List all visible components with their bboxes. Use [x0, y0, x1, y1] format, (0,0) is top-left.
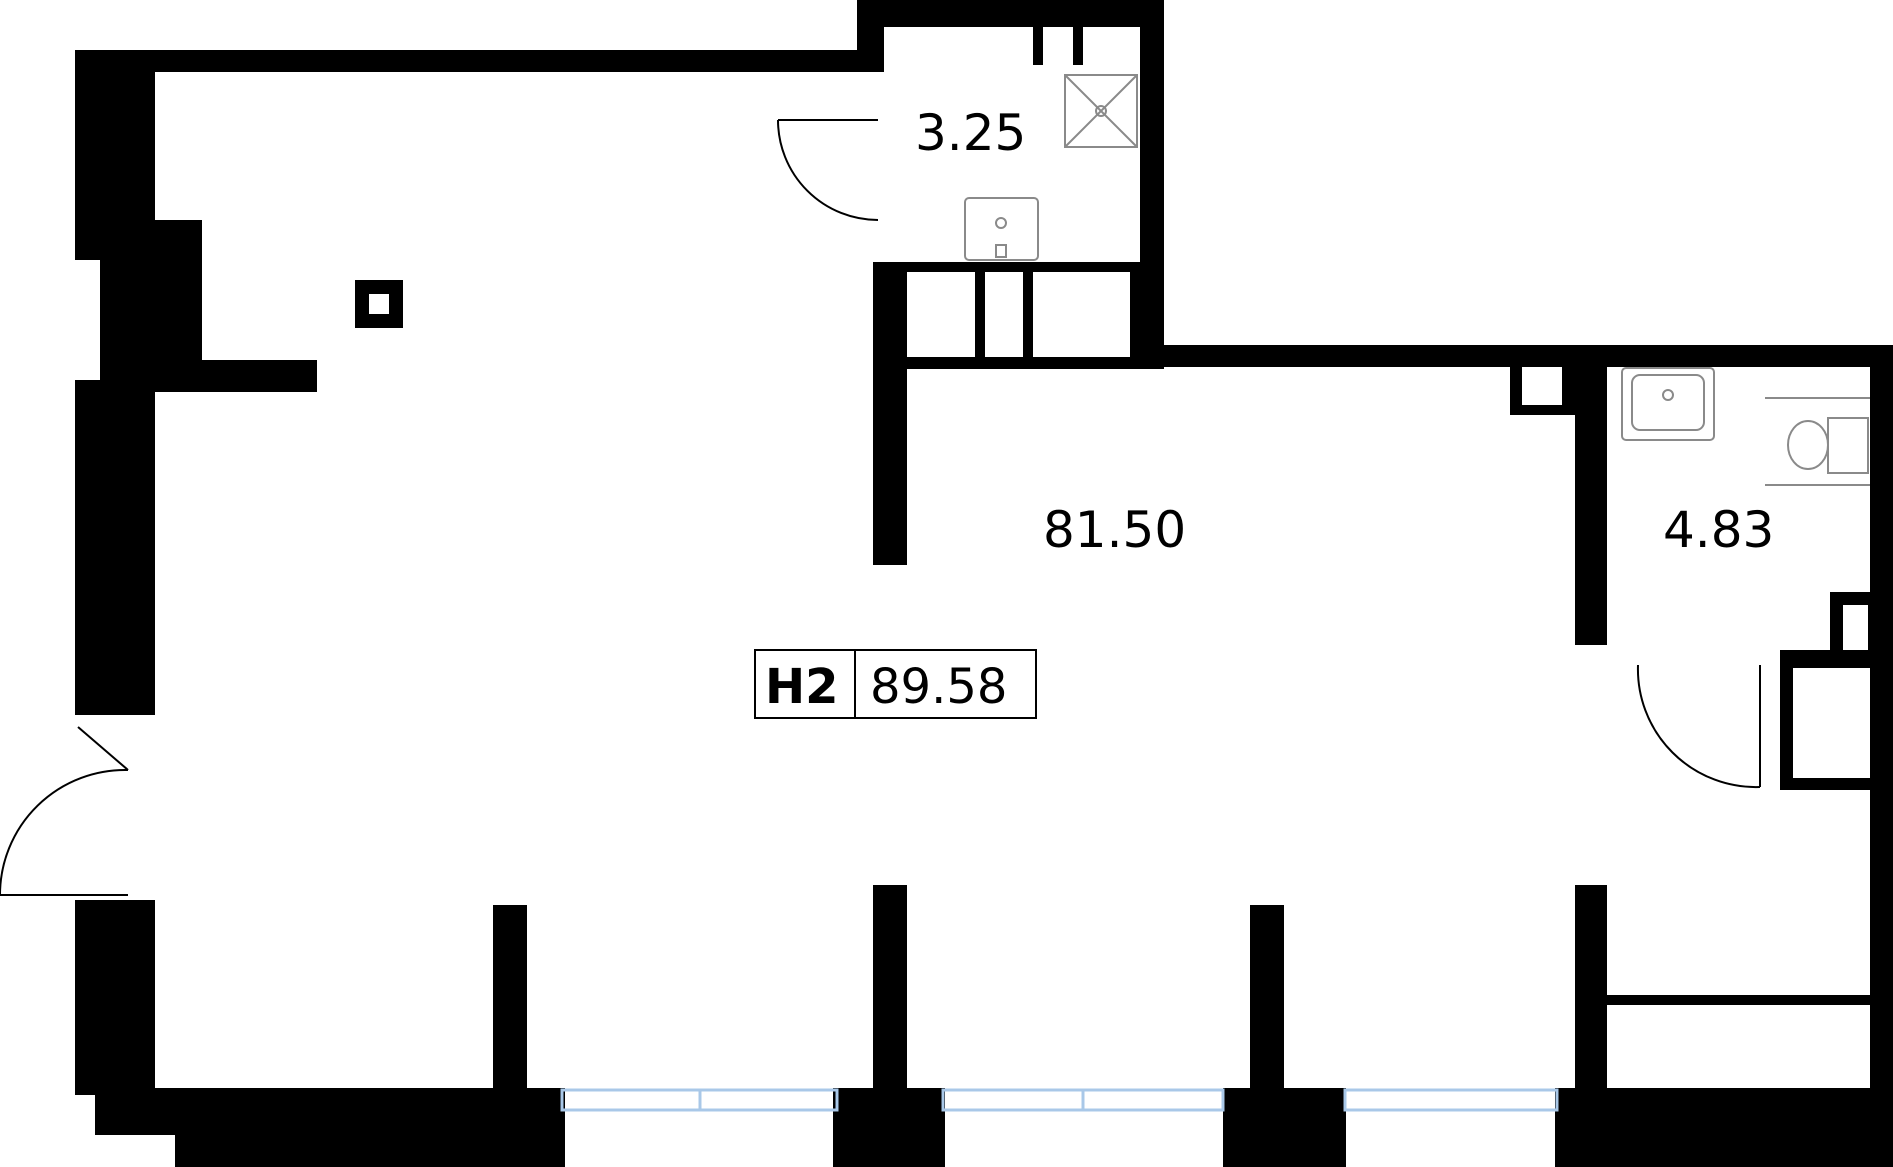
top-bathroom-wall-right — [1140, 0, 1164, 365]
windows — [560, 1088, 1559, 1112]
column-inner — [369, 294, 389, 314]
top-bathroom-wall-left — [857, 0, 884, 72]
main-room-area: 81.50 — [1043, 501, 1186, 559]
top-bathroom-partition-2 — [1073, 20, 1083, 65]
walls — [75, 0, 1893, 1167]
entrance-door-leaf — [77, 726, 129, 771]
window-3 — [1343, 1088, 1559, 1112]
top-bathroom-wall-top — [857, 0, 1164, 27]
toilet-icon — [1787, 417, 1869, 474]
right-bathroom-bottom-wall — [1607, 995, 1893, 1005]
unit-total-area: 89.58 — [870, 659, 1007, 715]
right-top-wall — [1150, 345, 1893, 367]
right-shaft-inner — [1793, 668, 1870, 778]
left-wall-notch — [75, 260, 100, 380]
bottom-pier-3 — [1250, 905, 1284, 1095]
grab-bar-icon — [1765, 397, 1870, 486]
entrance-door-arc — [0, 768, 129, 896]
bottom-wall-right — [1555, 1088, 1893, 1167]
top-bathroom-wall-bottom — [873, 262, 1164, 272]
right-shaft-top-inner — [1843, 605, 1868, 655]
right-lower-wall — [1575, 885, 1607, 1095]
left-wall — [75, 50, 155, 715]
bottom-pier-2 — [873, 885, 907, 1095]
top-wall — [95, 50, 867, 72]
fixtures — [964, 74, 1870, 486]
sink-icon — [1621, 367, 1715, 441]
unit-badge: Н2 89.58 — [754, 649, 1037, 719]
right-bathroom-door-arc — [1636, 664, 1761, 789]
shower-icon — [1064, 74, 1138, 148]
sink-icon — [964, 197, 1039, 261]
bathroom-top-area: 3.25 — [915, 104, 1026, 162]
left-wall-column-top — [155, 220, 202, 360]
right-small-block-inner — [1522, 367, 1562, 405]
labels: 3.25 81.50 4.83 Н2 89.58 — [754, 104, 1774, 719]
unit-code: Н2 — [765, 659, 839, 715]
top-bathroom-shaft-3 — [1023, 272, 1033, 357]
left-wall-lower-2 — [95, 905, 135, 975]
inner-wall-vertical — [873, 265, 907, 565]
top-bathroom-shaft-4 — [1130, 272, 1140, 357]
right-bathroom-left-wall — [1575, 345, 1607, 645]
left-wall-stub — [155, 360, 317, 392]
top-bathroom-shaft-2 — [975, 272, 985, 357]
bottom-pier-2-base — [833, 1088, 945, 1167]
inner-wall-horizontal — [895, 357, 1164, 369]
bottom-pier-1 — [493, 905, 527, 1095]
bathroom-right-area: 4.83 — [1663, 501, 1774, 559]
bottom-pier-3-base — [1223, 1088, 1346, 1167]
top-bathroom-partition-1 — [1033, 20, 1043, 65]
top-bathroom-door-arc — [777, 119, 879, 221]
bottom-wall-base-left — [175, 1120, 565, 1167]
doors — [0, 119, 1761, 896]
